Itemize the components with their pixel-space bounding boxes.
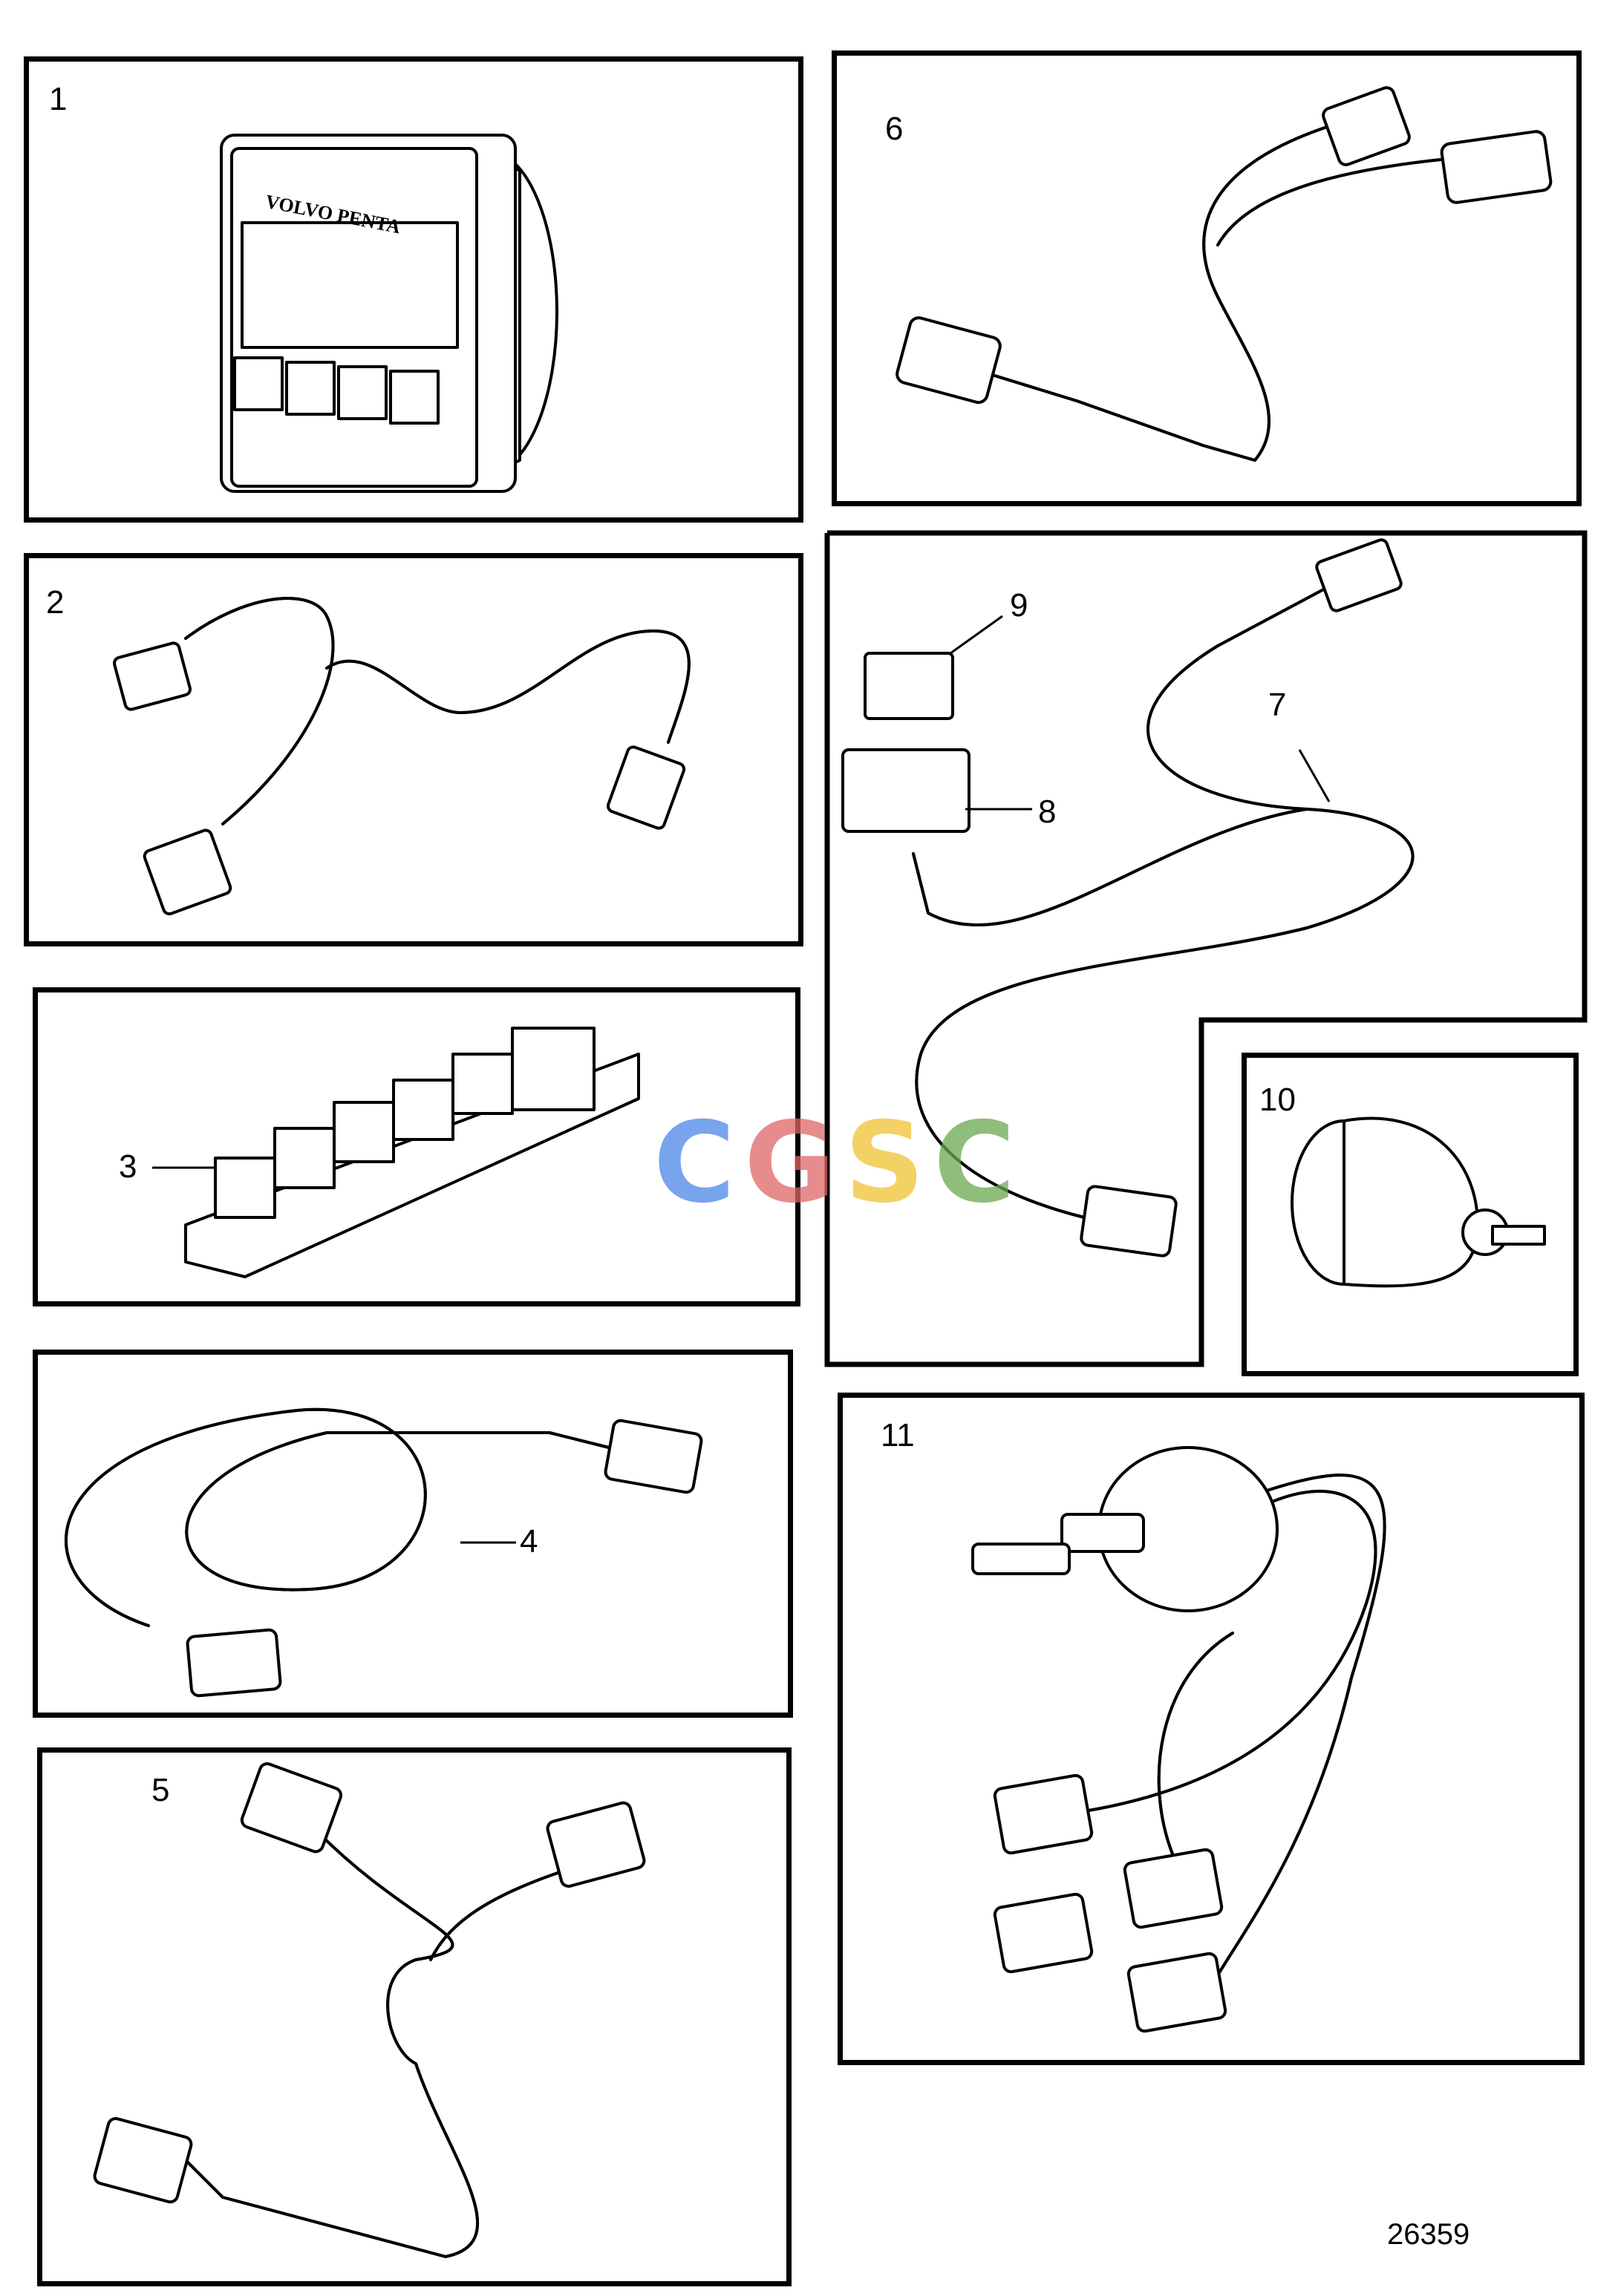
part-label-8: 8 xyxy=(1038,794,1057,830)
part-label-11: 11 xyxy=(881,1417,915,1453)
part-label-10: 10 xyxy=(1259,1082,1296,1118)
part-label-2: 2 xyxy=(46,584,65,621)
watermark-letter: G xyxy=(744,1099,845,1228)
part-label-6: 6 xyxy=(885,111,904,147)
part-label-4: 4 xyxy=(520,1523,538,1560)
panel-part-4 xyxy=(33,1350,793,1718)
part-label-3: 3 xyxy=(119,1148,137,1185)
watermark-letter: C xyxy=(933,1099,1025,1228)
part-label-5: 5 xyxy=(151,1772,170,1808)
part-label-1: 1 xyxy=(49,81,68,117)
figure-number: 26359 xyxy=(1387,2218,1470,2251)
part-label-7: 7 xyxy=(1268,687,1287,723)
watermark-logo: CGSC xyxy=(653,1099,1024,1228)
part-label-9: 9 xyxy=(1010,587,1028,624)
watermark-letter: C xyxy=(653,1099,745,1228)
panel-part-6 xyxy=(832,50,1582,506)
watermark-letter: S xyxy=(844,1099,934,1228)
